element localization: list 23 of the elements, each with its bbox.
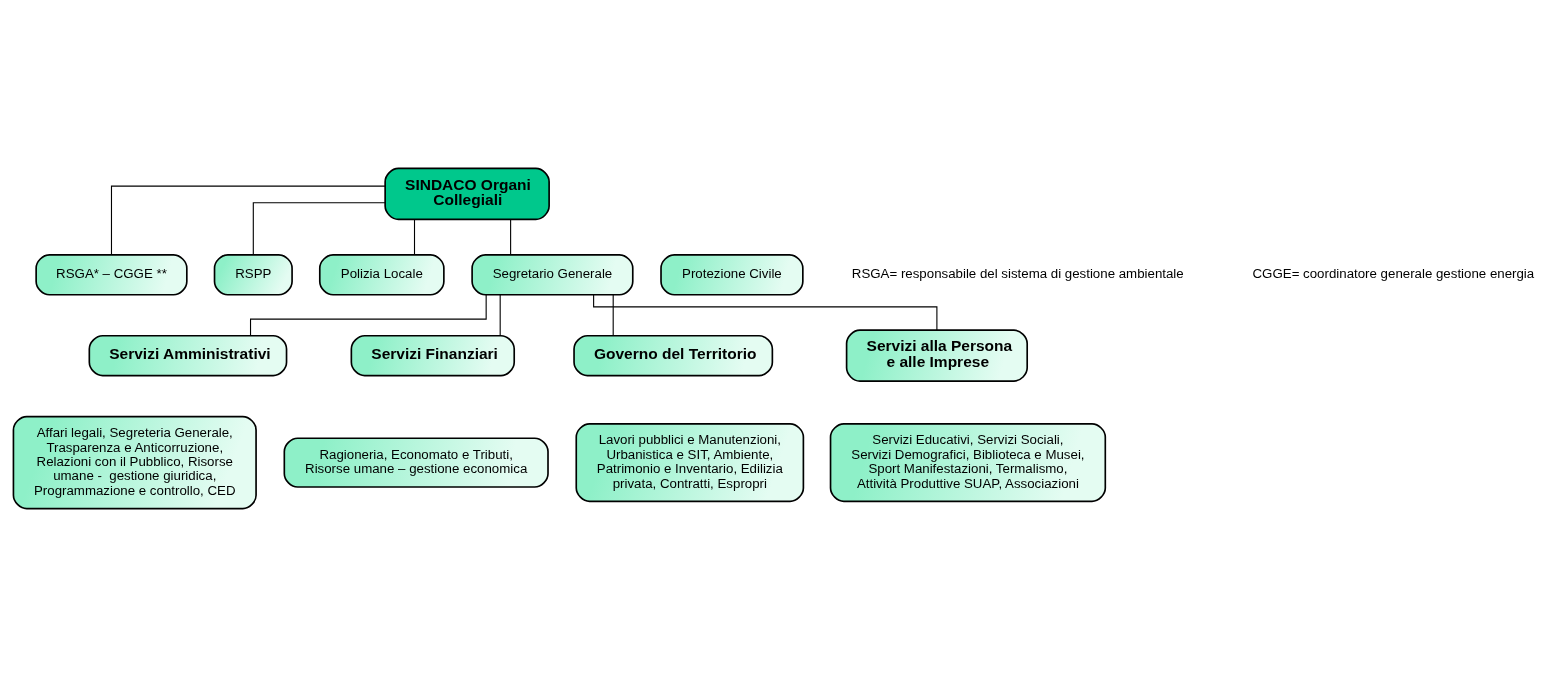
- connector: [252, 202, 386, 256]
- connector: [510, 218, 512, 256]
- node-box: Affari legali, Segreteria Generale, Trasparenza e Anticorruzione, Relazioni con il Pubblico, Risorse umane - gestione giuridica, Programmazione e controllo, CED: [12, 415, 257, 510]
- node-box: Servizi Amministrativi: [88, 334, 288, 377]
- connector: [593, 294, 938, 331]
- node-box: Servizi Finanziari: [350, 334, 516, 377]
- node-box: Segretario Generale: [471, 254, 634, 296]
- node-box: Protezione Civile: [660, 254, 804, 296]
- node-box: Ragioneria, Economato e Tributi, Risorse umane – gestione economica: [283, 437, 549, 488]
- node-box: Governo del Territorio: [573, 334, 774, 377]
- connector: [413, 218, 416, 256]
- node-box: Servizi Educativi, Servizi Sociali, Servizi Demografici, Biblioteca e Musei, Sport Manifestazioni, Termalismo, Attività Produttive SUAP, Associazioni: [829, 423, 1107, 503]
- connector: [499, 294, 501, 337]
- label: RSGA= responsabile del sistema di gestione ambientale: [851, 266, 1184, 282]
- label: CGGE= coordinatore generale gestione energia: [1252, 266, 1535, 282]
- connector: [110, 185, 386, 256]
- node-box: Servizi alla Persona e alle Imprese: [845, 329, 1028, 382]
- node-box: RSPP: [213, 254, 293, 296]
- node-box: Polizia Locale: [318, 254, 445, 296]
- node-box: RSGA* – CGGE **: [35, 254, 188, 296]
- connector: [612, 294, 614, 337]
- node-box: SINDACO Organi Collegiali: [384, 167, 550, 221]
- node-box: Lavori pubblici e Manutenzioni, Urbanistica e SIT, Ambiente, Patrimonio e Inventario, Edilizia privata, Contratti, Espropri: [575, 423, 805, 503]
